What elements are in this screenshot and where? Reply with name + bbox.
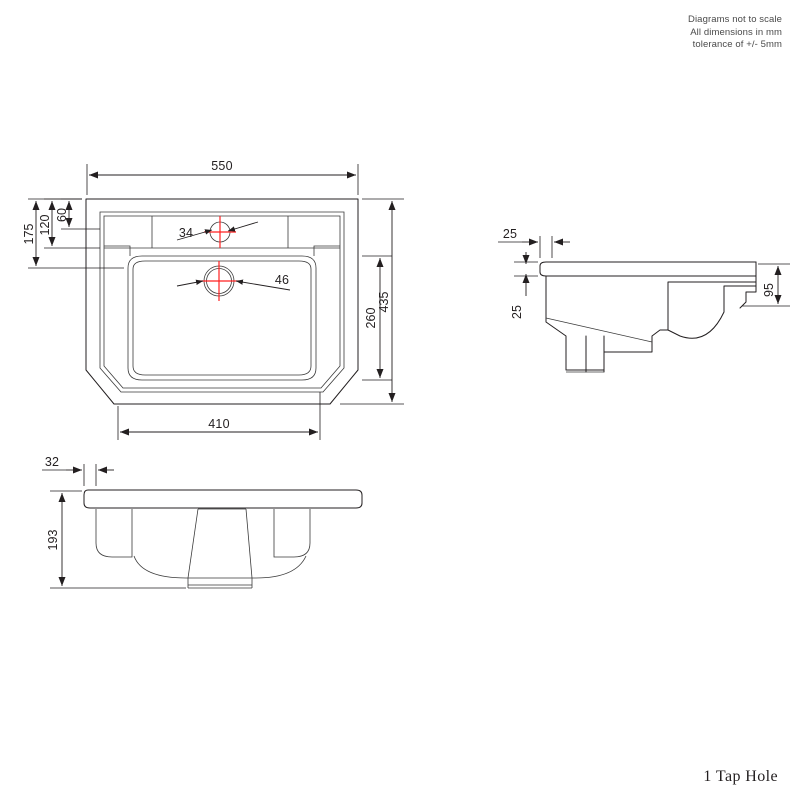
side-rim-outline	[539, 261, 757, 277]
top-offset-outline-2	[103, 215, 341, 389]
front-bowl-curve	[133, 555, 307, 579]
front-view-geometry	[83, 489, 363, 589]
dim-back-175: 175	[22, 224, 36, 245]
side-inner-shelf	[545, 317, 653, 343]
dim-width-550: 550	[211, 159, 232, 173]
top-view-geometry: 34 46	[85, 198, 359, 405]
top-notch-left	[104, 245, 131, 256]
top-view-dimensions: 550 175 120 60 260 435	[22, 159, 404, 440]
front-pedestal-left	[187, 508, 199, 588]
leader-waste-left	[176, 279, 204, 287]
note-units: All dimensions in mm	[690, 26, 782, 38]
top-bowl-rim-inner	[132, 260, 312, 376]
top-offset-outline-1	[99, 211, 345, 393]
note-not-to-scale: Diagrams not to scale	[688, 14, 782, 25]
leader-tap-hole-left	[176, 229, 213, 241]
note-tolerance: tolerance of +/- 5mm	[692, 39, 782, 50]
leader-waste-right	[235, 279, 291, 291]
top-tap-hole-centermark	[204, 216, 236, 248]
dim-front-overhang-32: 32	[45, 455, 59, 469]
front-right-lobe	[273, 509, 311, 558]
side-body-profile	[545, 275, 757, 371]
side-view-dimensions: 25 25 95	[498, 227, 790, 319]
leader-tap-hole-right	[227, 221, 259, 232]
dim-side-height-95: 95	[762, 283, 776, 297]
top-bowl-rim-outer	[127, 255, 317, 381]
front-left-lobe	[95, 509, 133, 558]
side-right-edge	[739, 261, 757, 309]
dim-side-overhang-25: 25	[503, 227, 517, 241]
side-bowl-curve	[667, 285, 757, 339]
top-notch-right	[313, 245, 340, 256]
dim-bowl-410: 410	[208, 417, 229, 431]
side-waste-stub	[585, 335, 605, 373]
drawing-notes: Diagrams not to scale All dimensions in …	[688, 14, 782, 52]
dim-back-60: 60	[55, 208, 69, 222]
dim-depth-435: 435	[377, 292, 391, 313]
front-rim-outline	[83, 489, 363, 509]
dim-tap-hole-34: 34	[179, 226, 193, 240]
front-view-dimensions: 32 193	[42, 455, 186, 589]
top-outer-outline	[85, 198, 359, 405]
dim-waste-hole-46: 46	[275, 273, 289, 287]
side-view-geometry	[539, 261, 757, 373]
dim-bowl-260: 260	[364, 308, 378, 329]
front-pedestal-base	[188, 584, 252, 589]
dim-back-120: 120	[38, 215, 52, 236]
drawing-caption: 1 Tap Hole	[703, 768, 778, 785]
dim-side-thickness-25: 25	[510, 305, 524, 319]
top-waste-hole-centermark	[199, 261, 239, 301]
front-pedestal-right	[245, 508, 253, 588]
dim-front-height-193: 193	[46, 530, 60, 551]
